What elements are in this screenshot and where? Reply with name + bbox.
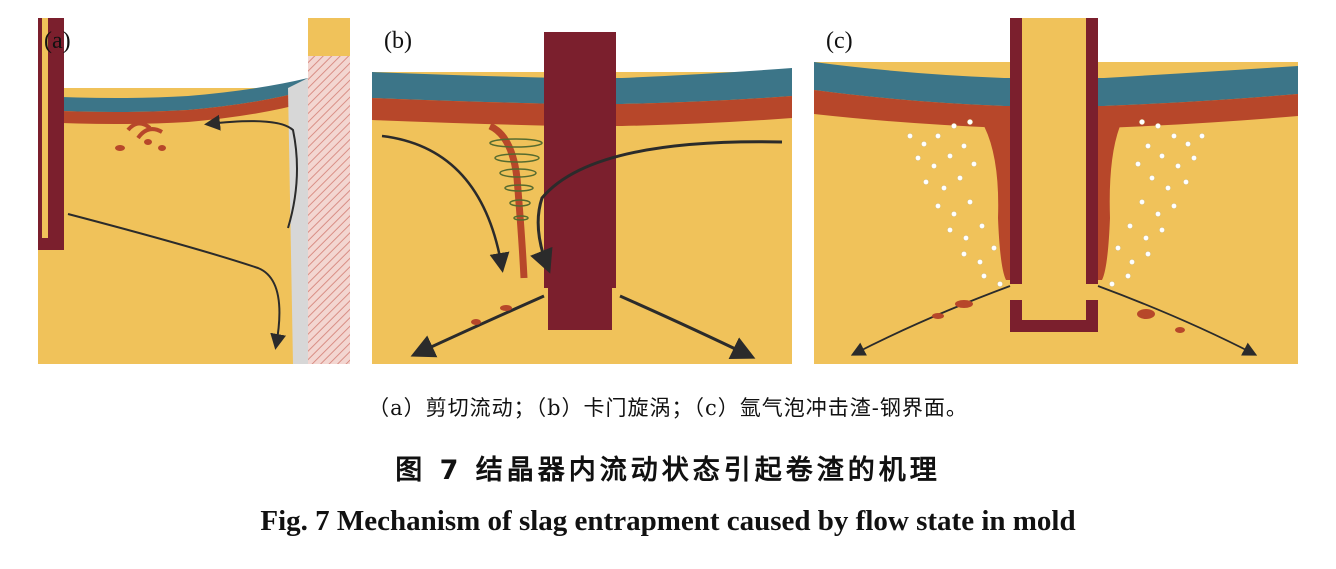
slag-droplet <box>144 139 152 145</box>
mold-wall <box>308 56 350 364</box>
panel-a-illustration <box>38 18 350 364</box>
nozzle-wall <box>52 18 64 250</box>
slag-droplet <box>955 300 973 308</box>
nozzle-bore <box>1022 18 1086 284</box>
right-slag-column <box>1094 126 1120 280</box>
slag-droplet <box>1175 327 1185 333</box>
right-jet <box>1097 285 1258 356</box>
panel-a: (a) <box>38 18 350 364</box>
panel-label-b: (b) <box>384 28 412 54</box>
panel-c: (c) <box>814 18 1298 364</box>
argon-bubble-cloud-left <box>907 119 1003 287</box>
slag-layer <box>38 90 308 124</box>
panel-label-a: (a) <box>44 28 71 54</box>
karman-vortex <box>489 138 543 221</box>
slag-droplet <box>1137 309 1155 319</box>
nozzle-right-wall <box>1086 18 1098 284</box>
jet-flow-line <box>67 213 287 350</box>
flux-layer <box>38 78 308 112</box>
panel-b-illustration <box>372 18 792 364</box>
left-surface-flow <box>381 134 510 273</box>
left-jet <box>410 294 545 358</box>
slag-funnel <box>488 122 528 279</box>
right-surface-flow <box>530 140 783 274</box>
left-jet <box>850 285 1011 356</box>
slag-droplet <box>932 313 944 319</box>
subcaption: （a）剪切流动；（b）卡门旋涡；（c）氩气泡冲击渣-钢界面。 <box>368 396 968 420</box>
right-jet <box>619 294 756 359</box>
slag-droplet <box>500 305 512 311</box>
left-slag-column <box>984 126 1014 280</box>
panel-b: (b) <box>372 18 792 364</box>
panel-c-illustration <box>814 18 1298 364</box>
slag-droplet <box>471 319 481 325</box>
slag-droplet <box>115 145 125 151</box>
slag-droplet <box>158 145 166 151</box>
nozzle-left-wall <box>1010 18 1022 284</box>
panel-label-c: (c) <box>826 28 853 54</box>
solidified-shell <box>288 78 308 364</box>
figure-title-cn: 图 7 结晶器内流动状态引起卷渣的机理 <box>395 455 941 486</box>
upper-recirculation-line <box>204 114 298 229</box>
argon-bubble-cloud-right <box>1109 119 1205 287</box>
figure-title-en: Fig. 7 Mechanism of slag entrapment caus… <box>260 505 1076 537</box>
